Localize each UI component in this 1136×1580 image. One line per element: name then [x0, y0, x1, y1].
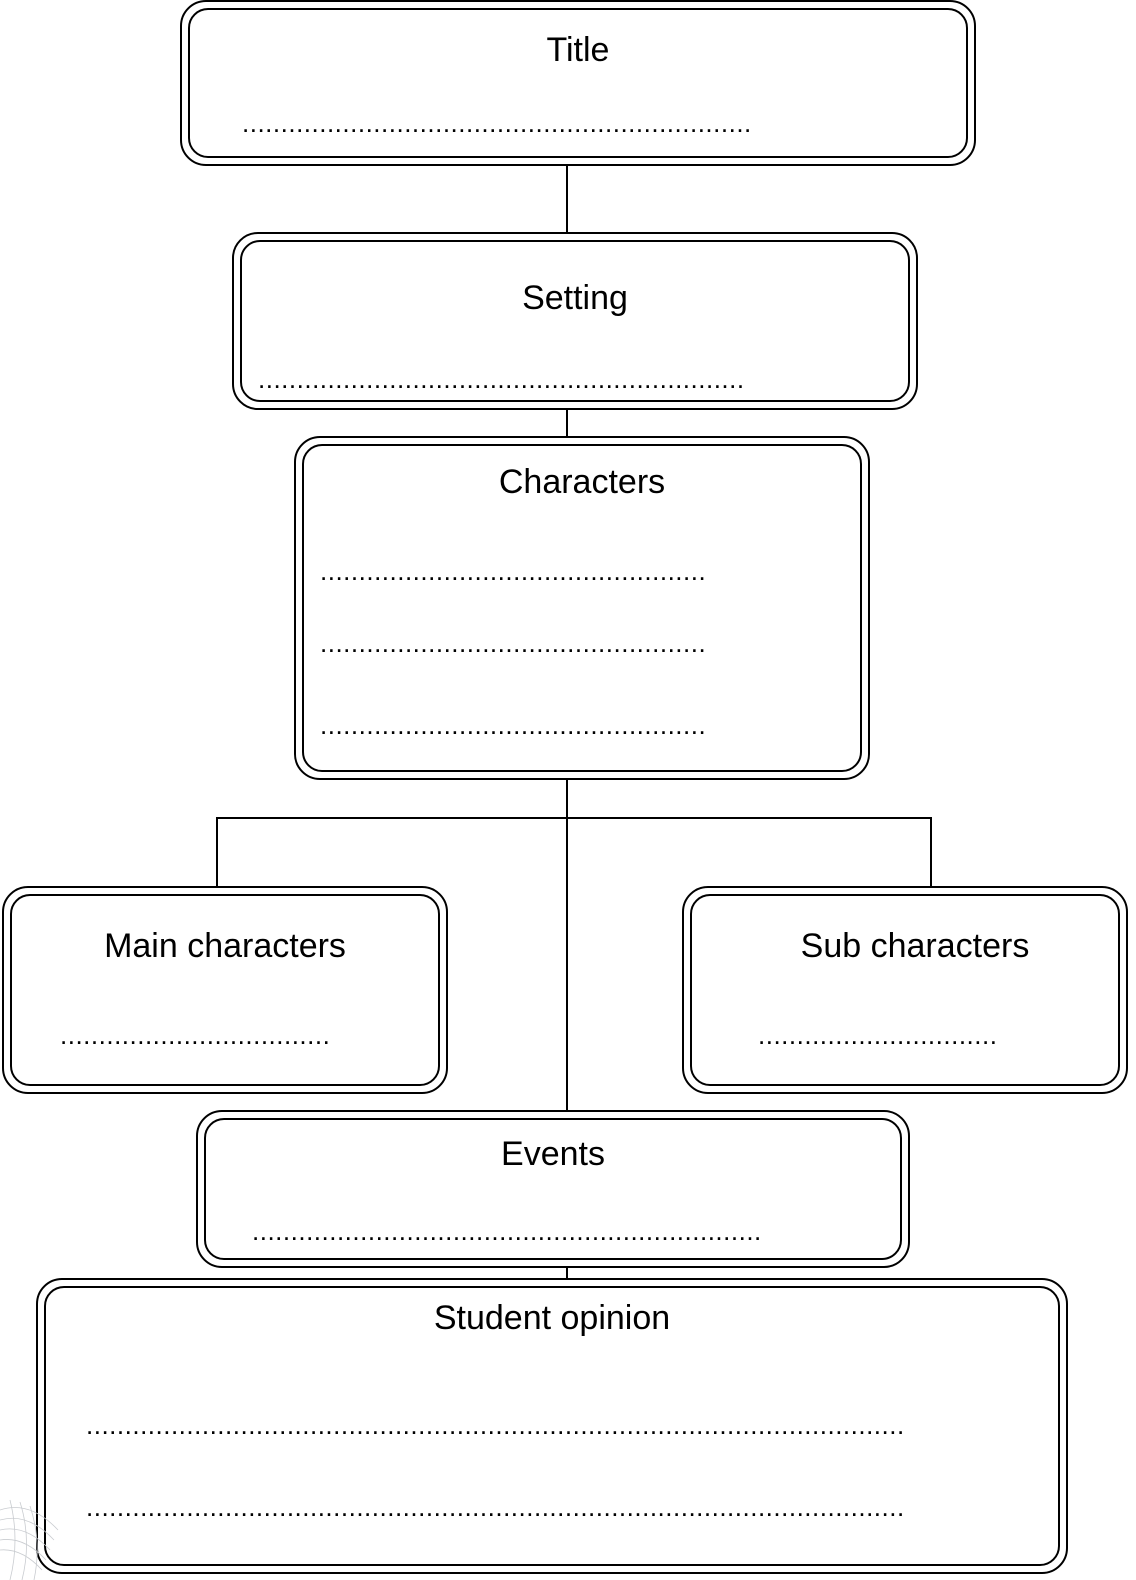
main-characters-box: Main characters ........................… [2, 886, 448, 1094]
characters-dotted-line-3: ........................................… [320, 710, 707, 740]
events-dotted-line: ........................................… [252, 1216, 762, 1246]
main-characters-label: Main characters [104, 927, 346, 965]
events-label: Events [501, 1135, 605, 1173]
setting-box: Setting ................................… [232, 232, 918, 410]
student-opinion-dotted-line-2: ........................................… [86, 1492, 905, 1522]
globe-watermark-icon [0, 1499, 59, 1580]
connector-title-setting [566, 158, 568, 238]
student-opinion-label: Student opinion [433, 1299, 671, 1337]
characters-dotted-line-1: ........................................… [320, 556, 707, 586]
setting-dotted-line: ........................................… [258, 364, 745, 394]
title-label: Title [546, 31, 610, 69]
connector-events-opinion [566, 1262, 568, 1286]
connector-branch-main [216, 817, 218, 891]
title-dotted-line: ........................................… [242, 108, 752, 138]
connector-setting-characters [566, 402, 568, 442]
characters-label: Characters [498, 463, 666, 501]
connector-branch-sub [930, 817, 932, 895]
connector-characters-events [566, 772, 568, 1118]
connector-branch-horizontal [218, 817, 932, 819]
sub-characters-label: Sub characters [800, 927, 1030, 965]
student-opinion-box: Student opinion ........................… [36, 1278, 1068, 1574]
title-box: Title ..................................… [180, 0, 976, 166]
characters-box: Characters .............................… [294, 436, 870, 780]
events-box: Events .................................… [196, 1110, 910, 1268]
sub-characters-dotted-line: ............................... [758, 1020, 998, 1050]
sub-characters-box: Sub characters .........................… [682, 886, 1128, 1094]
main-characters-dotted-line: ................................... [60, 1020, 331, 1050]
setting-label: Setting [522, 279, 628, 317]
student-opinion-dotted-line-1: ........................................… [86, 1410, 905, 1440]
characters-dotted-line-2: ........................................… [320, 628, 707, 658]
